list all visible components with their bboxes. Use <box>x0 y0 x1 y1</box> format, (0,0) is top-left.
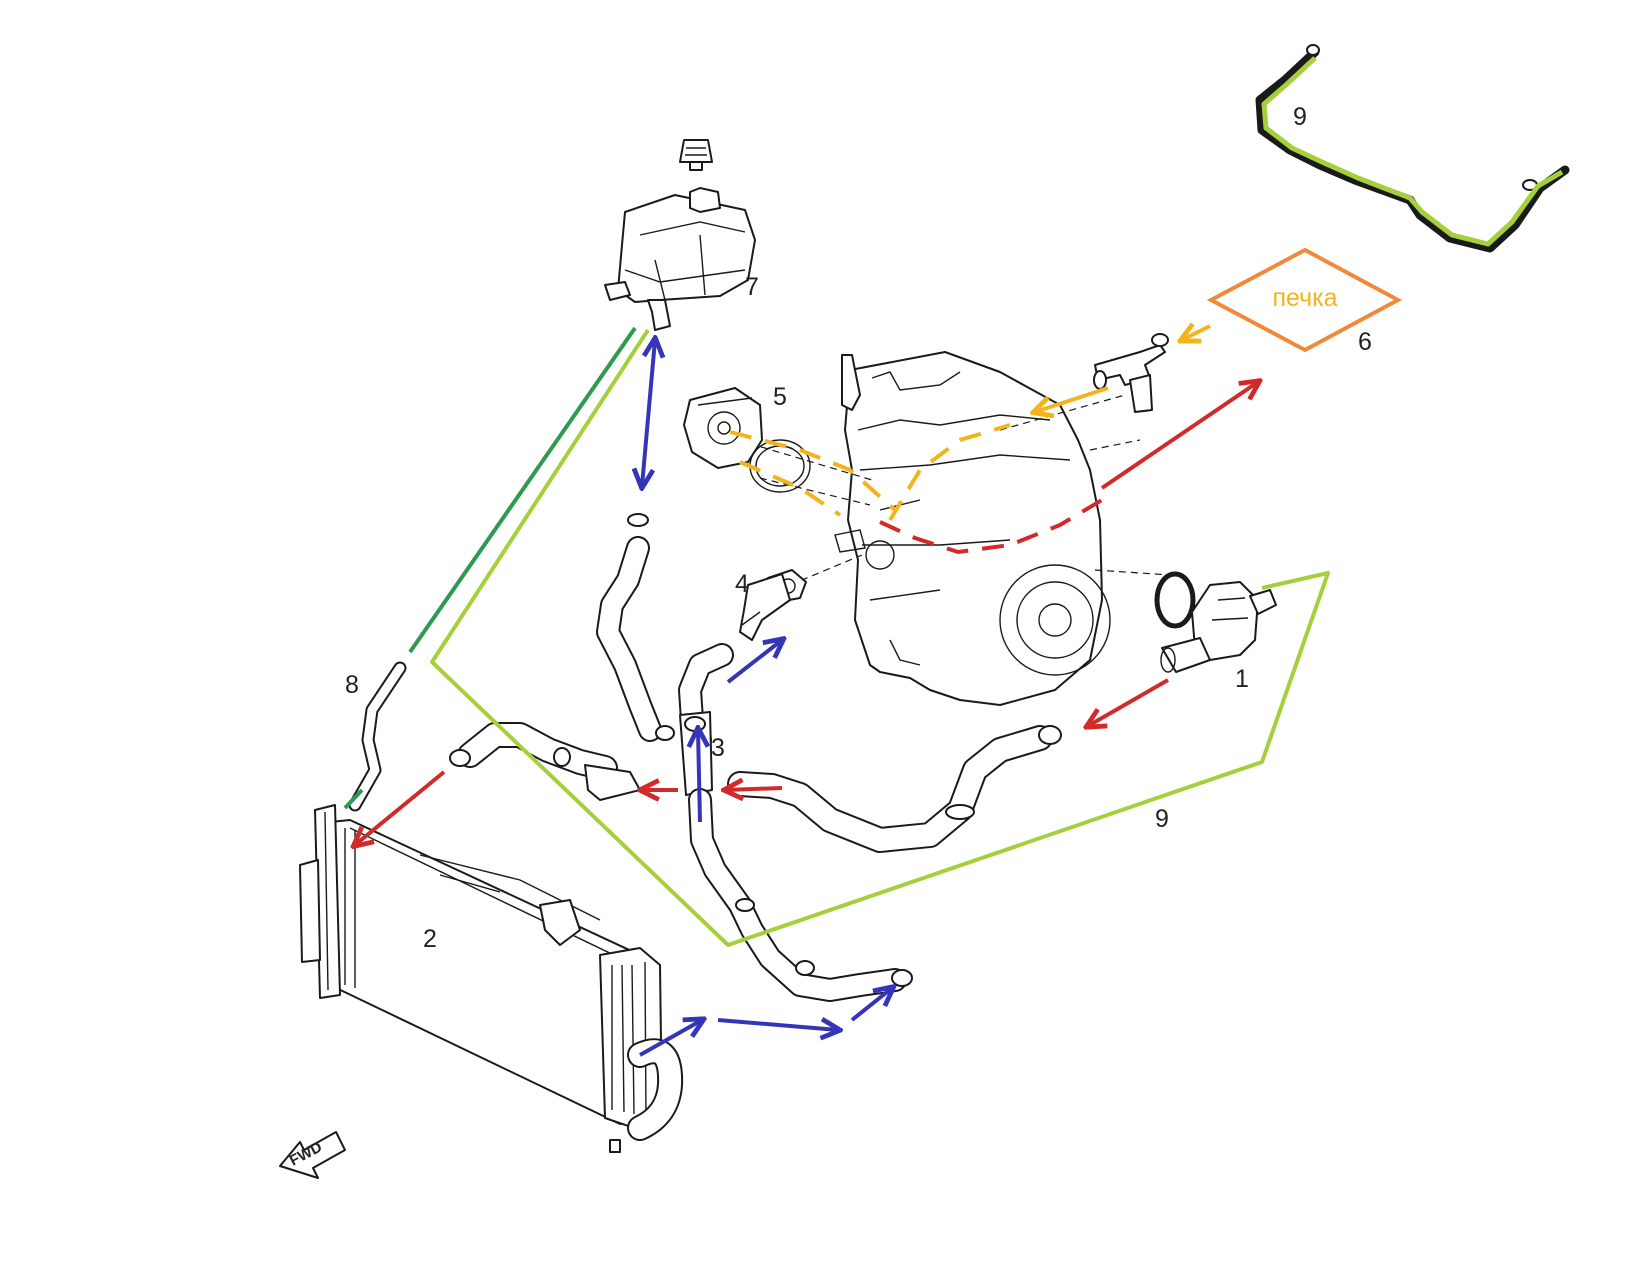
label-water-pump: 5 <box>773 383 787 411</box>
water-pump <box>683 387 811 493</box>
thermostat-housing <box>1154 571 1277 673</box>
expansion-tank <box>604 139 756 331</box>
engine-block <box>834 351 1111 706</box>
fwd-arrow-icon: FWD <box>279 1131 346 1179</box>
flow-lines <box>343 56 1564 1057</box>
label-bypass-hose-inset: 9 <box>1293 103 1307 131</box>
label-thermostat: 4 <box>735 570 749 598</box>
radiator <box>299 804 684 1153</box>
blue-arrow-tank-hose <box>642 340 655 486</box>
label-bypass-hose-main: 9 <box>1155 805 1169 833</box>
label-tee-fitting: 3 <box>711 734 725 762</box>
label-thermostat-housing: 1 <box>1235 665 1249 693</box>
label-expansion-tank: 7 <box>745 273 759 301</box>
heater-box: печка <box>1206 247 1403 353</box>
bypass-line <box>430 328 1330 947</box>
part-labels: 1 2 3 4 5 6 7 8 9 9 <box>345 103 1372 953</box>
label-radiator: 2 <box>423 925 437 953</box>
overflow-line <box>408 326 637 654</box>
heater-diamond <box>1206 247 1403 353</box>
label-heater-number: 6 <box>1358 328 1372 356</box>
heater-label: печка <box>1272 284 1337 312</box>
thermostat <box>739 569 807 641</box>
label-overflow-hose: 8 <box>345 671 359 699</box>
